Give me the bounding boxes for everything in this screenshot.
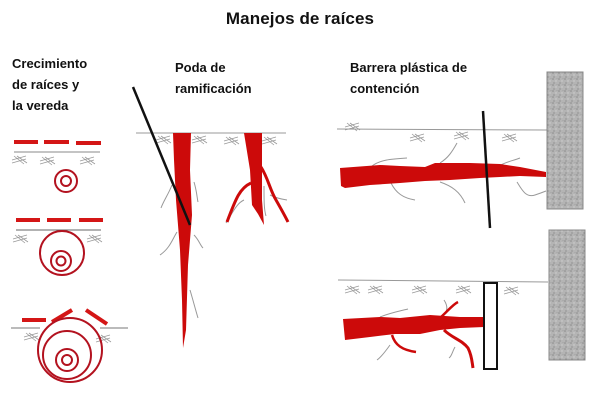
label-line: ramificación <box>175 81 252 96</box>
branch-root <box>442 328 475 369</box>
soil-hatch-icon <box>191 135 208 145</box>
label-line: Poda de <box>175 60 226 75</box>
soil-hatch-icon <box>261 136 278 146</box>
soil-hatch-icon <box>453 131 470 141</box>
pruned-root <box>244 133 264 225</box>
soil-hatch-icon <box>409 133 426 143</box>
soil-hatch-icon <box>501 133 518 143</box>
concrete-wall <box>548 229 586 361</box>
horizontal-root <box>343 315 484 340</box>
fine-root <box>371 157 408 167</box>
soil-hatch-icon <box>223 136 240 146</box>
branch-root <box>390 334 417 354</box>
fine-root <box>379 308 409 318</box>
soil-hatch-icon <box>79 156 96 166</box>
soil-hatch-icon <box>12 234 29 244</box>
soil-hatch-icon <box>367 285 384 295</box>
tap-root <box>173 133 192 348</box>
soil-hatch-icon <box>344 285 361 295</box>
fine-root <box>193 181 199 203</box>
fine-root <box>159 231 178 256</box>
fine-root <box>269 194 288 201</box>
label-line: de raíces y <box>12 77 80 92</box>
fine-root <box>439 142 458 164</box>
root-ring-icon <box>61 354 73 366</box>
concrete-wall <box>546 71 584 210</box>
raised-slab-icon <box>50 308 74 324</box>
soil-hatch-icon <box>344 122 361 132</box>
root-ring-icon <box>37 317 103 383</box>
fine-root <box>390 182 416 201</box>
branch-root <box>225 181 252 223</box>
soil-hatch-icon <box>155 135 172 145</box>
soil-hatch-icon <box>86 234 103 244</box>
soil-line <box>336 128 548 131</box>
label-branch-pruning: Poda de ramificación <box>175 57 295 99</box>
raised-slab-icon <box>84 308 109 326</box>
diagram-title: Manejos de raíces <box>225 9 375 28</box>
root-ring-icon <box>54 169 78 193</box>
soil-hatch-icon <box>411 285 428 295</box>
plastic-barrier <box>483 282 498 370</box>
growth-stage-1 <box>11 140 101 193</box>
barrier-bottom-panel <box>337 229 586 370</box>
label-plastic-barrier: Barrera plástica de contención <box>350 57 510 99</box>
horizontal-root <box>340 163 546 188</box>
soil-hatch-icon <box>503 286 520 296</box>
branch-root <box>439 300 459 319</box>
fine-root <box>448 346 456 359</box>
root-ring-icon <box>55 255 67 267</box>
barrier-top-panel <box>336 71 584 229</box>
pruning-panel <box>131 86 290 348</box>
fine-root <box>439 181 466 204</box>
label-line: contención <box>350 81 420 96</box>
pruning-cut-line <box>131 86 192 226</box>
growth-stage-3 <box>11 308 128 383</box>
root-ring-icon <box>39 230 85 276</box>
fine-root <box>189 289 199 319</box>
label-line: Barrera plástica de <box>350 60 468 75</box>
soil-hatch-icon <box>11 155 28 165</box>
soil-line <box>337 279 549 283</box>
soil-hatch-icon <box>23 332 40 342</box>
root-ring-icon <box>50 250 72 272</box>
label-line: Crecimiento <box>12 56 88 71</box>
root-ring-icon <box>42 330 92 380</box>
branch-root <box>259 166 290 223</box>
label-root-growth-sidewalk: Crecimiento de raíces y la vereda <box>12 53 122 116</box>
soil-hatch-icon <box>39 156 56 166</box>
soil-hatch-icon <box>455 285 472 295</box>
label-line: la vereda <box>12 98 69 113</box>
growth-stage-2 <box>12 218 103 276</box>
fine-root <box>376 344 391 361</box>
fine-root <box>193 234 204 249</box>
root-ring-icon <box>55 348 79 372</box>
fine-root <box>263 185 267 217</box>
root-ring-icon <box>60 175 72 187</box>
fine-root <box>160 184 173 209</box>
fine-root <box>516 181 547 197</box>
barrier-cut-line <box>481 110 492 229</box>
